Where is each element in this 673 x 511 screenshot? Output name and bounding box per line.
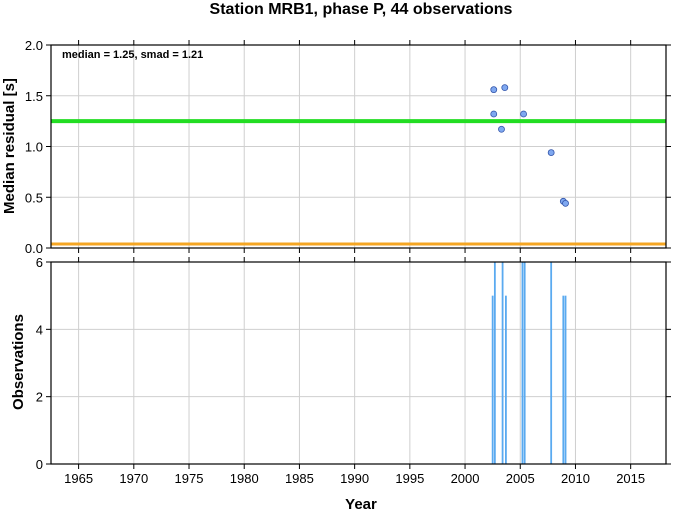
observation-bar bbox=[564, 295, 567, 464]
observations-ticks: 0 2 4 6 1965 1970 1975 1980 1985 1990 1995 2000 2005… bbox=[36, 255, 671, 486]
observation-bar bbox=[523, 262, 526, 464]
observations-panel: 0 2 4 6 1965 1970 1975 1980 1985 1990 1995 2000 2005… bbox=[10, 255, 671, 511]
residual-y-tick-label: 0.5 bbox=[25, 190, 43, 205]
x-tick-label: 1975 bbox=[175, 471, 204, 486]
x-tick-label: 1995 bbox=[395, 471, 424, 486]
chart-title: Station MRB1, phase P, 44 observations bbox=[210, 1, 513, 18]
residual-y-ticks: 0.0 0.5 1.0 1.5 2.0 bbox=[25, 38, 671, 256]
residual-point bbox=[498, 125, 505, 133]
x-tick-label: 2010 bbox=[561, 471, 590, 486]
observation-bar bbox=[501, 262, 504, 464]
x-tick-label: 1970 bbox=[119, 471, 148, 486]
observations-y-tick-label: 4 bbox=[36, 322, 43, 337]
observations-grid bbox=[51, 261, 666, 465]
x-tick-label: 2000 bbox=[451, 471, 480, 486]
observation-bar bbox=[493, 262, 496, 464]
residual-panel: 0.0 0.5 1.0 1.5 2.0 median = 1.25, smad = 1.… bbox=[1, 38, 671, 256]
residual-point bbox=[490, 110, 498, 118]
x-tick-label: 1965 bbox=[64, 471, 93, 486]
observations-panel-frame bbox=[50, 261, 667, 465]
residual-points bbox=[490, 84, 569, 207]
x-tick-label: 1980 bbox=[230, 471, 259, 486]
residual-y-tick-label: 0.0 bbox=[25, 241, 43, 256]
x-axis-label: Year bbox=[345, 496, 377, 511]
observation-bar bbox=[550, 262, 553, 464]
x-tick-label: 1985 bbox=[285, 471, 314, 486]
residual-y-tick-label: 2.0 bbox=[25, 38, 43, 53]
observation-bar bbox=[562, 295, 565, 464]
residual-y-tick-label: 1.5 bbox=[25, 89, 43, 104]
observation-bars bbox=[491, 262, 567, 464]
observation-bar bbox=[505, 295, 507, 464]
observation-bar bbox=[491, 295, 494, 464]
x-tick-label: 1990 bbox=[340, 471, 369, 486]
observations-y-tick-label: 2 bbox=[36, 390, 43, 405]
residual-point bbox=[490, 86, 498, 94]
residual-point bbox=[520, 110, 527, 118]
stats-annotation: median = 1.25, smad = 1.21 bbox=[62, 49, 203, 61]
residual-point bbox=[501, 84, 509, 92]
residual-y-tick-label: 1.0 bbox=[25, 140, 43, 155]
observations-y-tick-label: 0 bbox=[36, 457, 43, 472]
observations-y-tick-label: 6 bbox=[36, 255, 43, 270]
residual-point bbox=[547, 149, 555, 156]
x-tick-label: 2005 bbox=[506, 471, 535, 486]
x-tick-label: 2015 bbox=[616, 471, 645, 486]
observation-bar bbox=[521, 262, 524, 464]
residual-point bbox=[562, 199, 569, 207]
residual-grid bbox=[51, 44, 666, 249]
residual-y-axis-label: Median residual [s] bbox=[1, 78, 18, 214]
observations-y-axis-label: Observations bbox=[10, 314, 27, 410]
